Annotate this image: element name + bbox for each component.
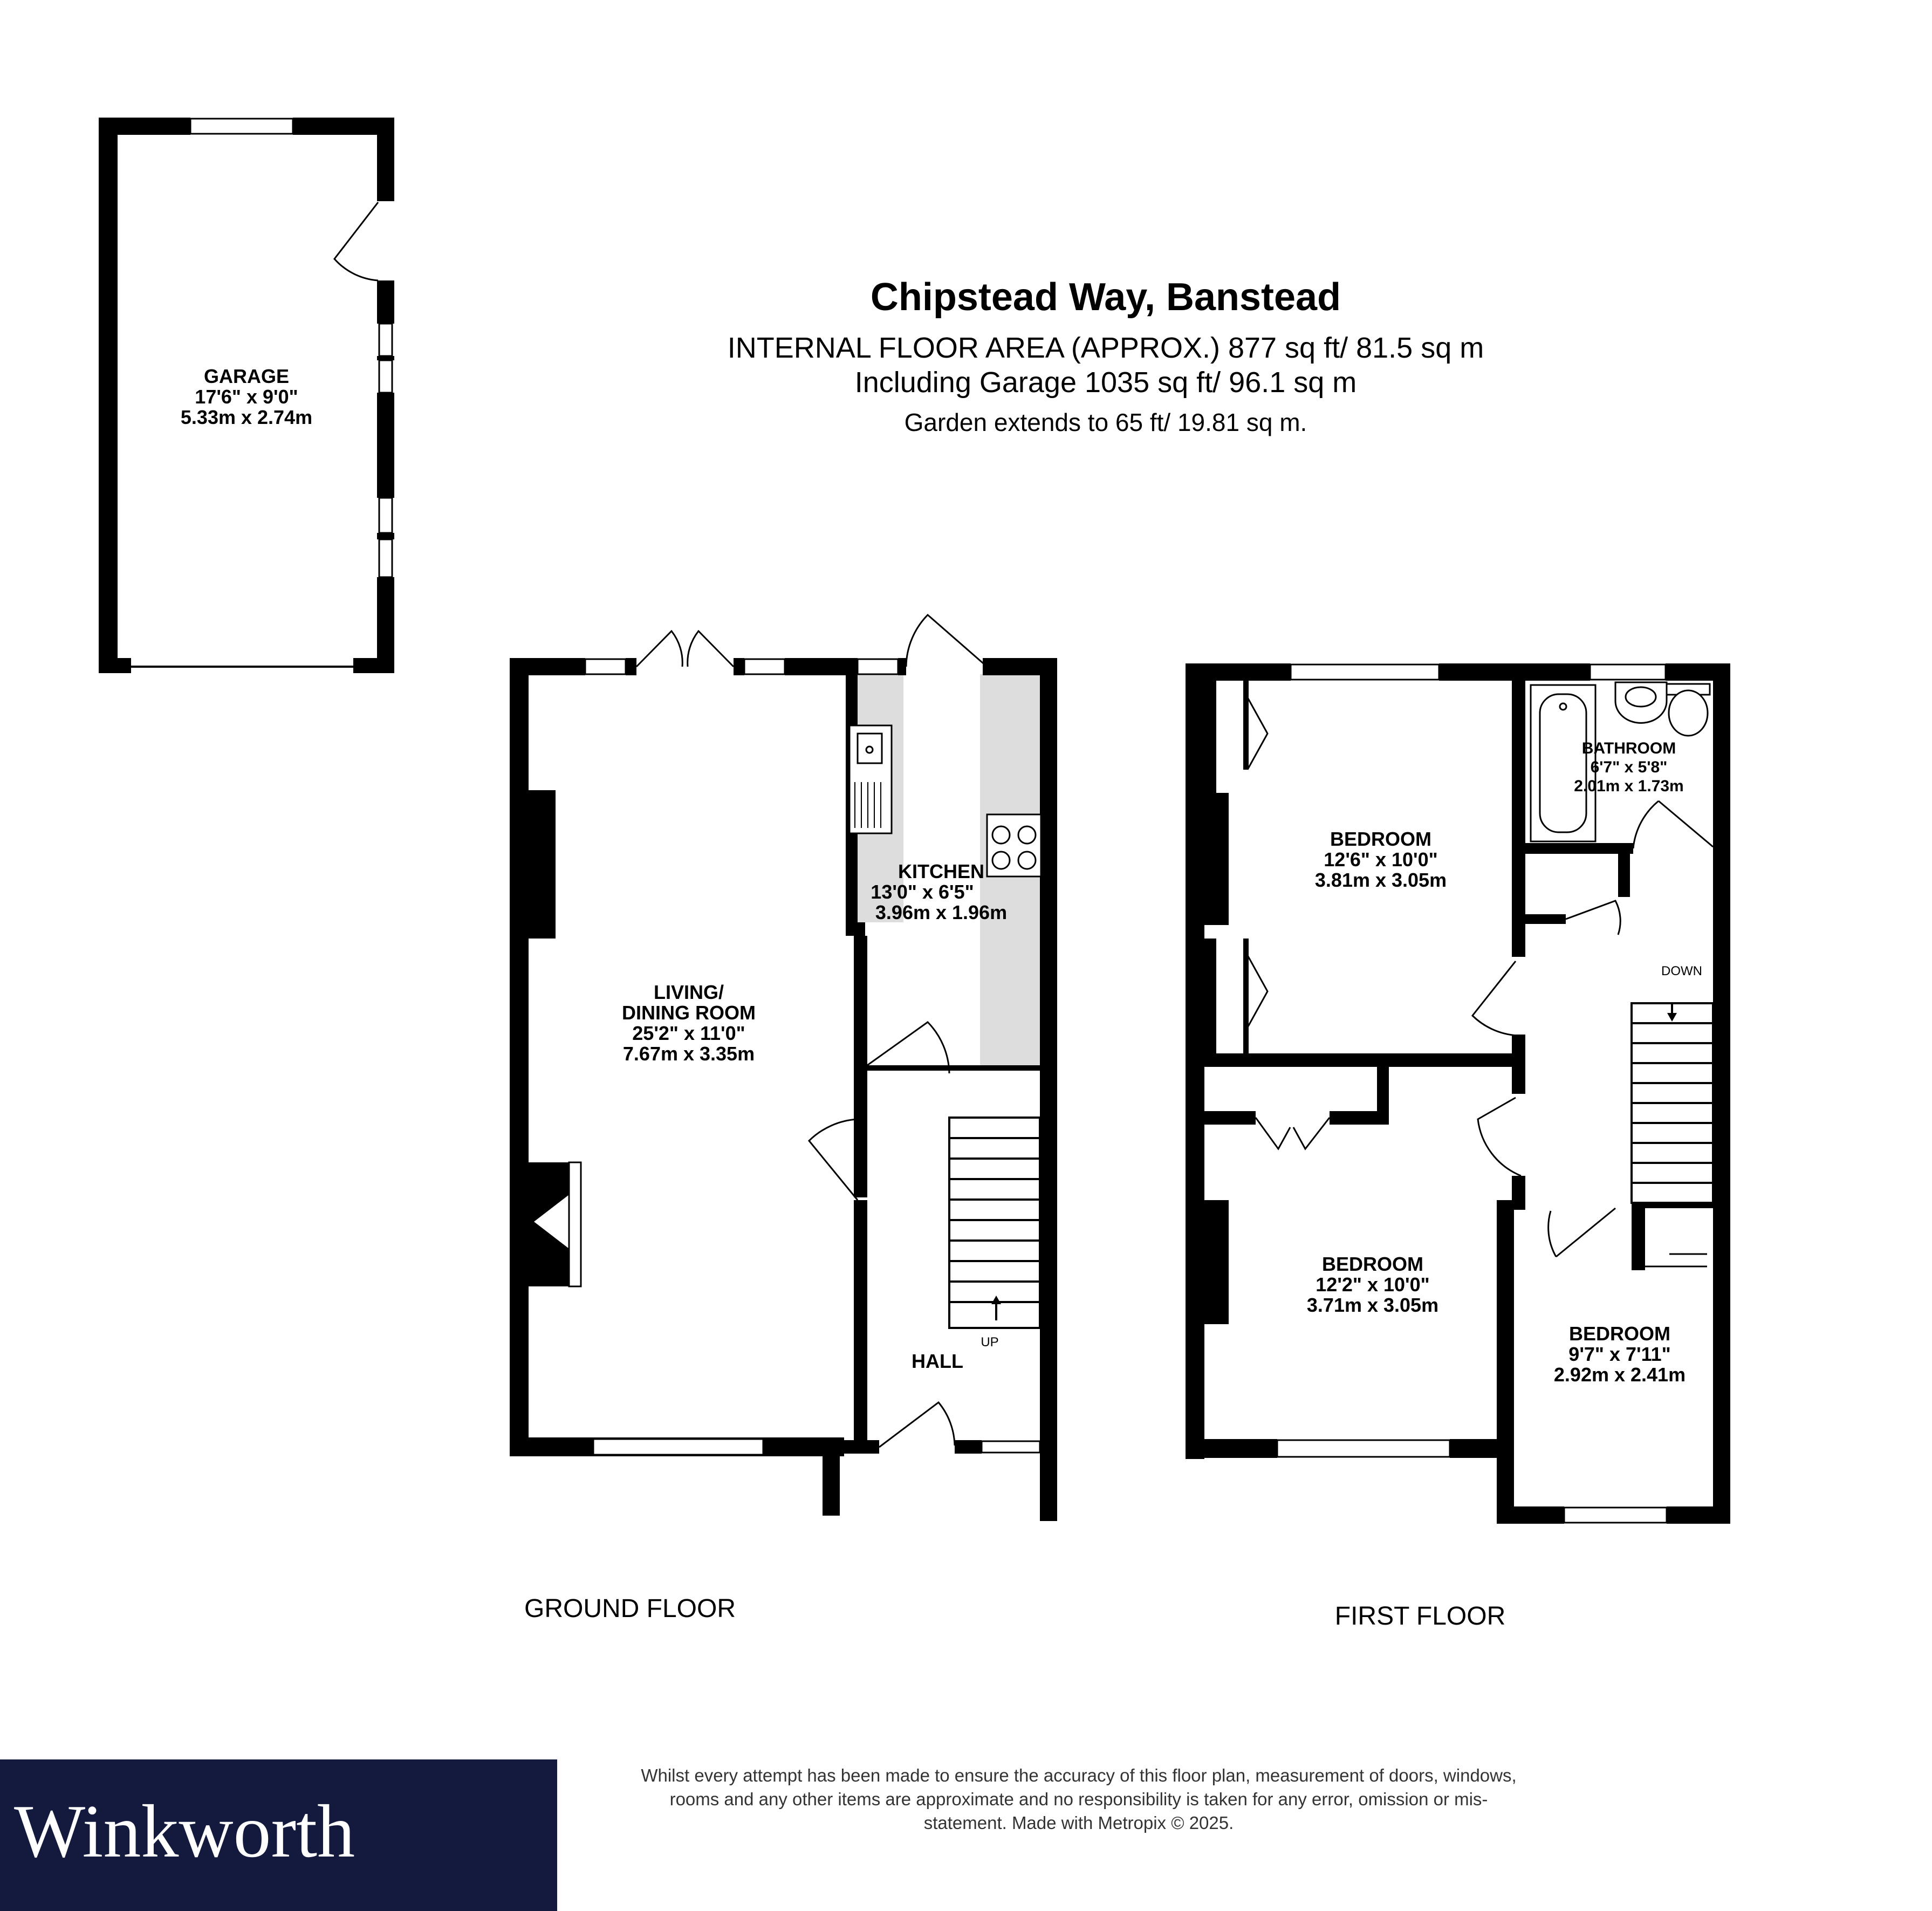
area-including-garage: Including Garage 1035 sq ft/ 96.1 sq m (854, 366, 1357, 399)
first-floor-label: FIRST FLOOR (1335, 1602, 1505, 1631)
garage-plan (99, 118, 394, 673)
bedroom1-metric: 3.81m x 3.05m (1315, 869, 1447, 891)
bedroom3-name: BEDROOM (1569, 1323, 1670, 1345)
disclaimer-text: Whilst every attempt has been made to en… (641, 1765, 1517, 1833)
bedroom2-metric: 3.71m x 3.05m (1307, 1294, 1438, 1316)
kitchen-name: KITCHEN (898, 860, 984, 882)
living-imperial: 25'2" x 11'0" (632, 1022, 745, 1044)
internal-floor-area: INTERNAL FLOOR AREA (APPROX.) 877 sq ft/… (727, 332, 1484, 364)
bedroom2-name: BEDROOM (1322, 1253, 1423, 1275)
ground-floor-plan (510, 613, 1057, 1521)
kitchen-metric: 3.96m x 1.96m (875, 901, 1007, 923)
garage-name: GARAGE (204, 365, 289, 387)
kitchen-imperial: 13'0" x 6'5" (871, 881, 974, 903)
ground-floor-label: GROUND FLOOR (524, 1594, 736, 1623)
bedroom1-name: BEDROOM (1330, 828, 1431, 850)
stairs-down-label: DOWN (1661, 964, 1702, 978)
bedroom3-imperial: 9'7" x 7'11" (1568, 1343, 1670, 1365)
bedroom2-imperial: 12'2" x 10'0" (1316, 1273, 1429, 1296)
bathroom-metric: 2.01m x 1.73m (1574, 777, 1683, 795)
bathroom-name: BATHROOM (1582, 739, 1676, 757)
living-name-line1: LIVING/ (654, 981, 724, 1003)
living-name-line2: DINING ROOM (622, 1002, 756, 1024)
first-floor-plan (1186, 663, 1730, 1524)
brand-banner: Winkworth (0, 1759, 557, 1911)
bedroom3-metric: 2.92m x 2.41m (1554, 1364, 1686, 1386)
living-metric: 7.67m x 3.35m (623, 1043, 755, 1065)
brand-logo: Winkworth (14, 1790, 355, 1873)
bedroom1-imperial: 12'6" x 10'0" (1324, 848, 1437, 871)
garden-extent: Garden extends to 65 ft/ 19.81 sq m. (904, 408, 1307, 436)
hall-name: HALL (912, 1350, 963, 1372)
stairs-up-label: UP (981, 1335, 998, 1350)
garage-imperial: 17'6" x 9'0" (195, 386, 298, 408)
garage-metric: 5.33m x 2.74m (181, 406, 312, 428)
bathroom-imperial: 6'7" x 5'8" (1591, 758, 1668, 776)
plan-title: Chipstead Way, Banstead (870, 276, 1341, 319)
